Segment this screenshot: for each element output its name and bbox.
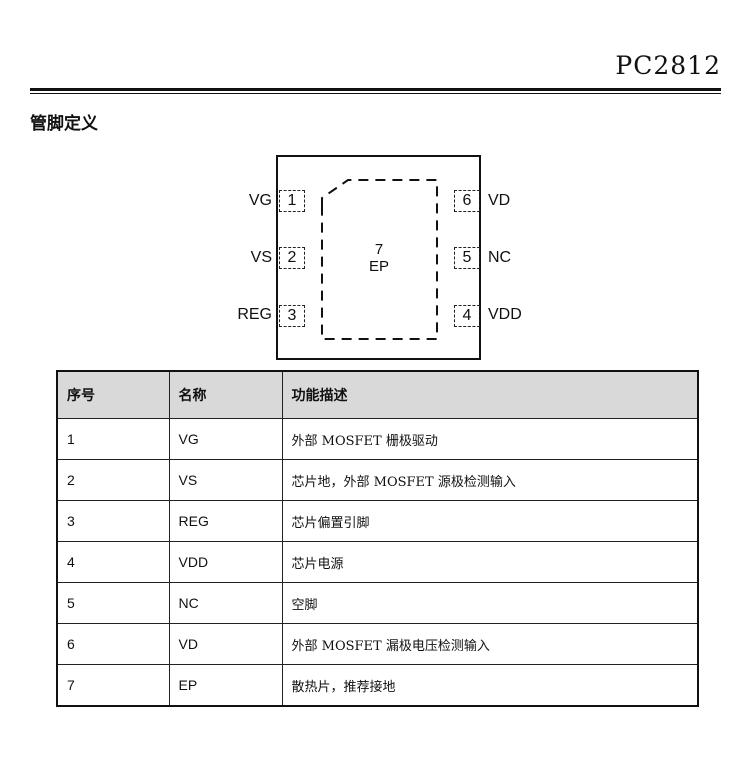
pin-label-right: VDD: [488, 306, 522, 323]
pin-name: VS: [168, 459, 283, 501]
pin-description: 外部 MOSFET 漏极电压检测输入: [281, 623, 699, 665]
column-header: 功能描述: [281, 370, 699, 419]
part-number: PC2812: [615, 51, 721, 80]
table-header-row: 序号 名称 功能描述: [56, 370, 699, 419]
package-outline: 7 EP 1 2 3 6 5 4: [276, 155, 481, 360]
pin-pad: 4: [454, 305, 480, 327]
column-header: 名称: [168, 370, 283, 419]
table-row: 6 VD 外部 MOSFET 漏极电压检测输入: [56, 623, 699, 665]
header-rule: [30, 88, 721, 91]
pin-pad: 5: [454, 247, 480, 269]
pin-name: REG: [168, 500, 283, 542]
pin-number: 6: [56, 623, 170, 665]
pin-number: 7: [56, 664, 170, 707]
pin-description: 芯片偏置引脚: [281, 500, 699, 542]
pin-name: NC: [168, 582, 283, 624]
pin-pad: 2: [279, 247, 305, 269]
pin-definition-table: 序号 名称 功能描述 1 VG 外部 MOSFET 栅极驱动 2 VS 芯片地，…: [56, 370, 699, 707]
table-row: 1 VG 外部 MOSFET 栅极驱动: [56, 418, 699, 460]
table-row: 5 NC 空脚: [56, 582, 699, 624]
pin-pad: 3: [279, 305, 305, 327]
pin-number: 5: [56, 582, 170, 624]
section-title: 管脚定义: [30, 114, 98, 134]
pin-description: 外部 MOSFET 栅极驱动: [281, 418, 699, 460]
table-row: 2 VS 芯片地，外部 MOSFET 源极检测输入: [56, 459, 699, 501]
pin-description: 芯片电源: [281, 541, 699, 583]
pin-description: 空脚: [281, 582, 699, 624]
pin-name: EP: [168, 664, 283, 707]
table-row: 4 VDD 芯片电源: [56, 541, 699, 583]
pin-number: 2: [56, 459, 170, 501]
header-rule-thin: [30, 93, 721, 94]
pin-name: VD: [168, 623, 283, 665]
pin-pad: 1: [279, 190, 305, 212]
pin-label-left: VS: [250, 249, 272, 266]
column-header: 序号: [56, 370, 170, 419]
pin-label-left: REG: [237, 306, 272, 323]
pin-name: VG: [168, 418, 283, 460]
pin-label-right: VD: [488, 192, 511, 209]
pin-number: 4: [56, 541, 170, 583]
pin-label-left: VG: [248, 192, 272, 209]
pin-pad: 6: [454, 190, 480, 212]
pin-number: 3: [56, 500, 170, 542]
table-row: 7 EP 散热片，推荐接地: [56, 664, 699, 707]
pin-label-right: NC: [488, 249, 512, 266]
exposed-pad-number: 7: [374, 241, 384, 258]
pin-name: VDD: [168, 541, 283, 583]
table-row: 3 REG 芯片偏置引脚: [56, 500, 699, 542]
pin-description: 芯片地，外部 MOSFET 源极检测输入: [281, 459, 699, 501]
exposed-pad-label: EP: [368, 258, 389, 275]
pin-number: 1: [56, 418, 170, 460]
exposed-pad-outline: [321, 179, 438, 340]
pin-description: 散热片，推荐接地: [281, 664, 699, 707]
